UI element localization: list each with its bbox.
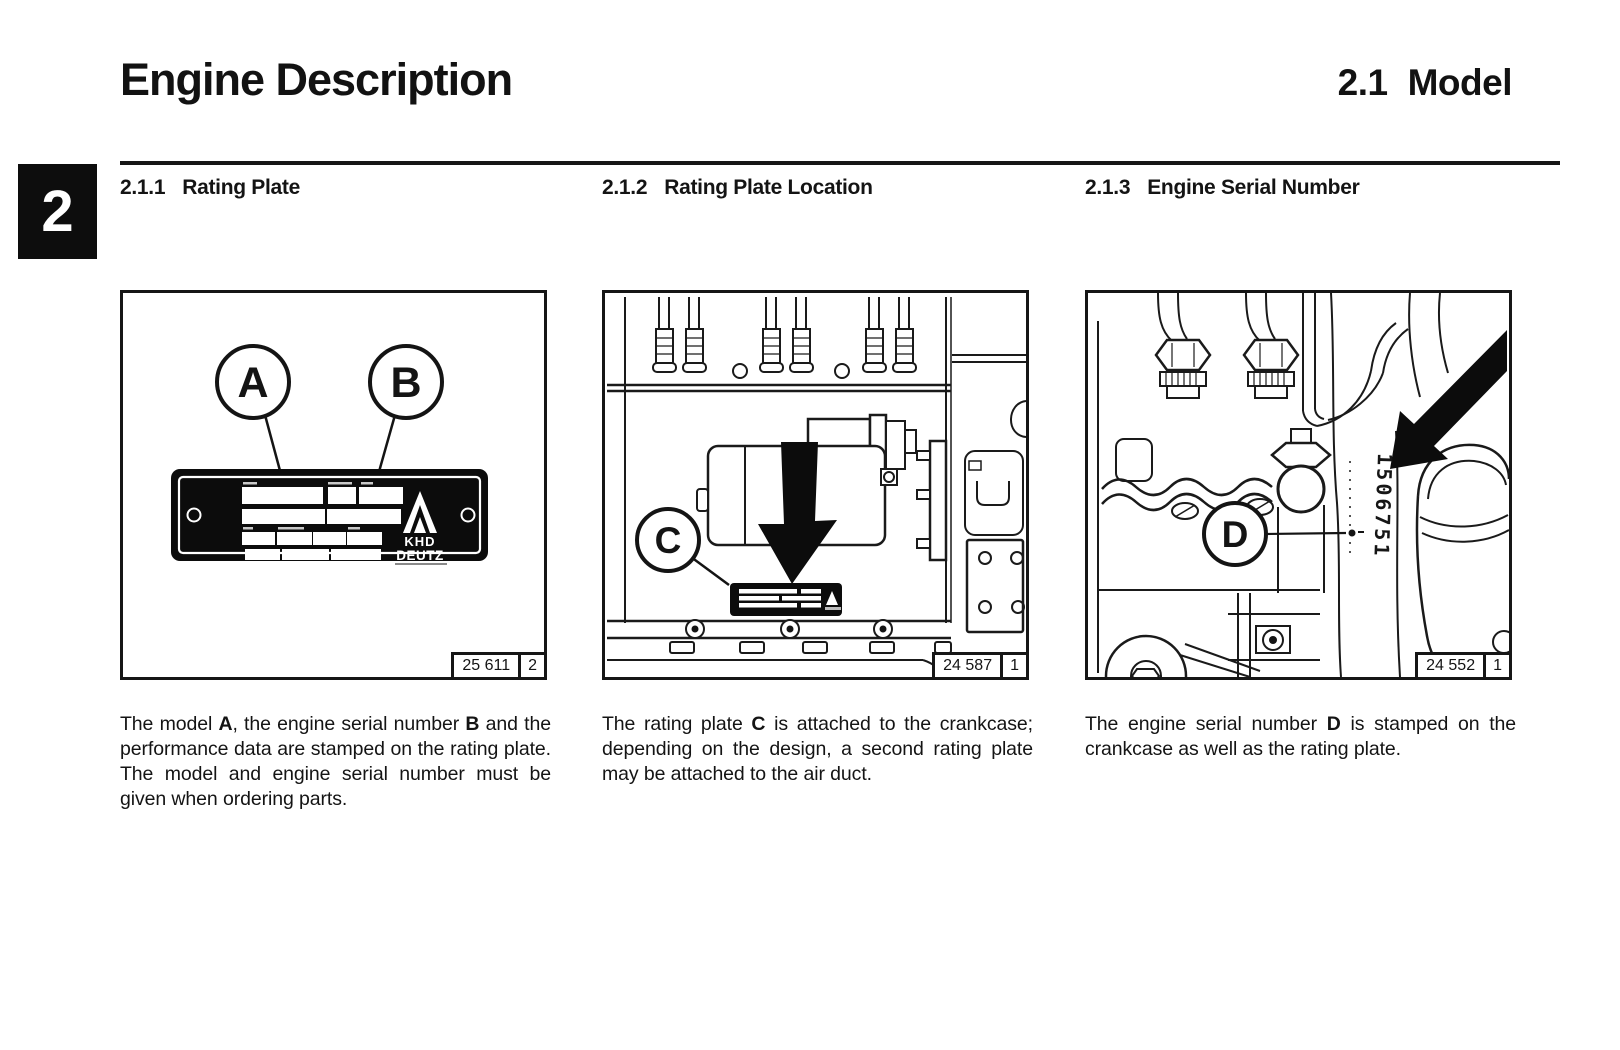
flange: [965, 538, 1025, 634]
figure-number-box: 24 552 1: [1415, 652, 1512, 680]
section-label: 2.1 Model: [1337, 62, 1513, 104]
engine-drawing: 1506751 D: [1097, 293, 1509, 677]
figure-caption: The model A, the engine serial number B …: [120, 713, 551, 810]
subsection-number: 2.1.3: [1085, 176, 1131, 199]
column-rating-plate-location: 2.1.2 Rating Plate Location: [602, 0, 1033, 1050]
figure-rating-plate-location: C 24 587: [602, 290, 1029, 680]
callout-c: C: [635, 507, 730, 587]
svg-text:A: A: [237, 359, 268, 407]
bottom-rail: [607, 619, 952, 677]
rating-plate-small: [730, 583, 842, 616]
subsection-title: Rating Plate Location: [664, 176, 873, 199]
valve-studs: [652, 297, 917, 379]
crankcase-drawing: C: [607, 297, 1026, 677]
section-number: 2.1: [1337, 62, 1388, 103]
subsection-heading: 2.1.3 Engine Serial Number: [1085, 176, 1360, 200]
subsection-heading: 2.1.1 Rating Plate: [120, 176, 300, 200]
figure-code: 24 587: [943, 657, 993, 674]
bracket: [1228, 593, 1320, 677]
subsection-number: 2.1.2: [602, 176, 648, 199]
fuel-pipes: [1302, 293, 1449, 427]
pulley: [1104, 634, 1261, 677]
header-rule: [120, 161, 1560, 165]
rating-plate: KHD DEUTZ: [171, 469, 488, 565]
down-arrow-icon: [758, 442, 837, 584]
svg-text:C: C: [655, 520, 682, 561]
svg-text:KHD: KHD: [404, 534, 435, 549]
figure-rating-plate: A B: [120, 290, 547, 680]
page-title: Engine Description: [120, 54, 513, 105]
gasket-line: [1101, 477, 1274, 520]
figure-caption: The engine serial number D is stamped on…: [1085, 713, 1517, 760]
callout-d: D: [1202, 501, 1364, 567]
column-rating-plate: 2.1.1 Rating Plate A B: [120, 0, 551, 1050]
subsection-title: Engine Serial Number: [1147, 176, 1360, 199]
figure-code: 25 611: [462, 657, 511, 674]
rating-plate-drawing: A B: [171, 344, 488, 565]
fuel-fittings: [1154, 293, 1300, 399]
arrow-icon: [1390, 330, 1507, 469]
subsection-number: 2.1.1: [120, 176, 166, 199]
valve: [1270, 428, 1332, 593]
figure-engine-serial-number: 1506751 D 24 552 1: [1085, 290, 1512, 680]
khd-deutz-logo: KHD DEUTZ: [395, 491, 447, 565]
serial-number-stamp: 1506751: [1369, 453, 1397, 559]
figure-caption: The rating plate C is attached to the cr…: [602, 713, 1033, 785]
subsection-title: Rating Plate: [182, 176, 300, 199]
figure-sheet: 1: [1000, 655, 1026, 677]
figure-sheet: 2: [518, 655, 544, 677]
air-duct: [1415, 443, 1509, 677]
figure-code: 24 552: [1426, 657, 1476, 674]
svg-text:B: B: [390, 359, 421, 407]
column-engine-serial-number: 2.1.3 Engine Serial Number: [1085, 0, 1516, 1050]
chapter-tab: 2: [18, 164, 97, 259]
subsection-heading: 2.1.2 Rating Plate Location: [602, 176, 873, 200]
figure-sheet: 1: [1483, 655, 1509, 677]
figure-number-box: 25 611 2: [451, 652, 547, 680]
section-title: Model: [1407, 62, 1513, 103]
svg-text:D: D: [1222, 514, 1249, 555]
figure-number-box: 24 587 1: [932, 652, 1029, 680]
callout-b: B: [368, 344, 444, 498]
svg-text:DEUTZ: DEUTZ: [396, 548, 444, 563]
